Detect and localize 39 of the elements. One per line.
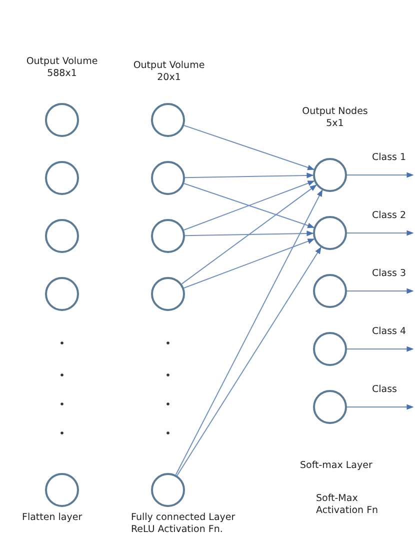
arrow [184,172,314,178]
edge-label: Class 3 [372,268,406,279]
neuron-circle [313,274,347,308]
neuron-circle [151,103,185,137]
neuron-circle [313,216,347,250]
neuron-circle [313,332,347,366]
edge-label: Class [372,384,397,395]
layer-caption: Soft-Max Activation Fn [316,493,380,518]
neuron-circle [313,158,347,192]
arrow [346,288,414,294]
neuron-circle [45,219,79,253]
arrow [183,238,315,288]
neuron-circle [313,390,347,424]
neuron-circle [45,161,79,195]
arrow [346,346,414,352]
layer-heading: Output Volume 588x1 [25,56,99,81]
arrow [346,230,414,236]
arrow [175,190,323,476]
arrow [346,172,414,178]
neuron-circle [151,277,185,311]
neuron-circle [45,277,79,311]
layer-heading: Output Volume 20x1 [132,60,206,85]
arrow [176,246,322,476]
layer-caption: Fully connected Layer ReLU Activation Fn. [131,512,236,537]
edge-label: Class 4 [372,326,406,337]
layer-caption: Soft-max Layer [300,460,374,472]
arrow [346,404,414,410]
arrow [181,184,317,284]
arrow [184,230,314,236]
edge-label: Class 1 [372,152,406,163]
neuron-circle [151,473,185,507]
neuron-circle [45,473,79,507]
neuron-circle [45,103,79,137]
layer-caption: Flatten layer [22,512,84,524]
neuron-circle [151,161,185,195]
neuron-circle [151,219,185,253]
arrow [184,124,315,170]
edge-label: Class 2 [372,210,406,221]
layer-heading: Output Nodes 5x1 [301,106,369,131]
